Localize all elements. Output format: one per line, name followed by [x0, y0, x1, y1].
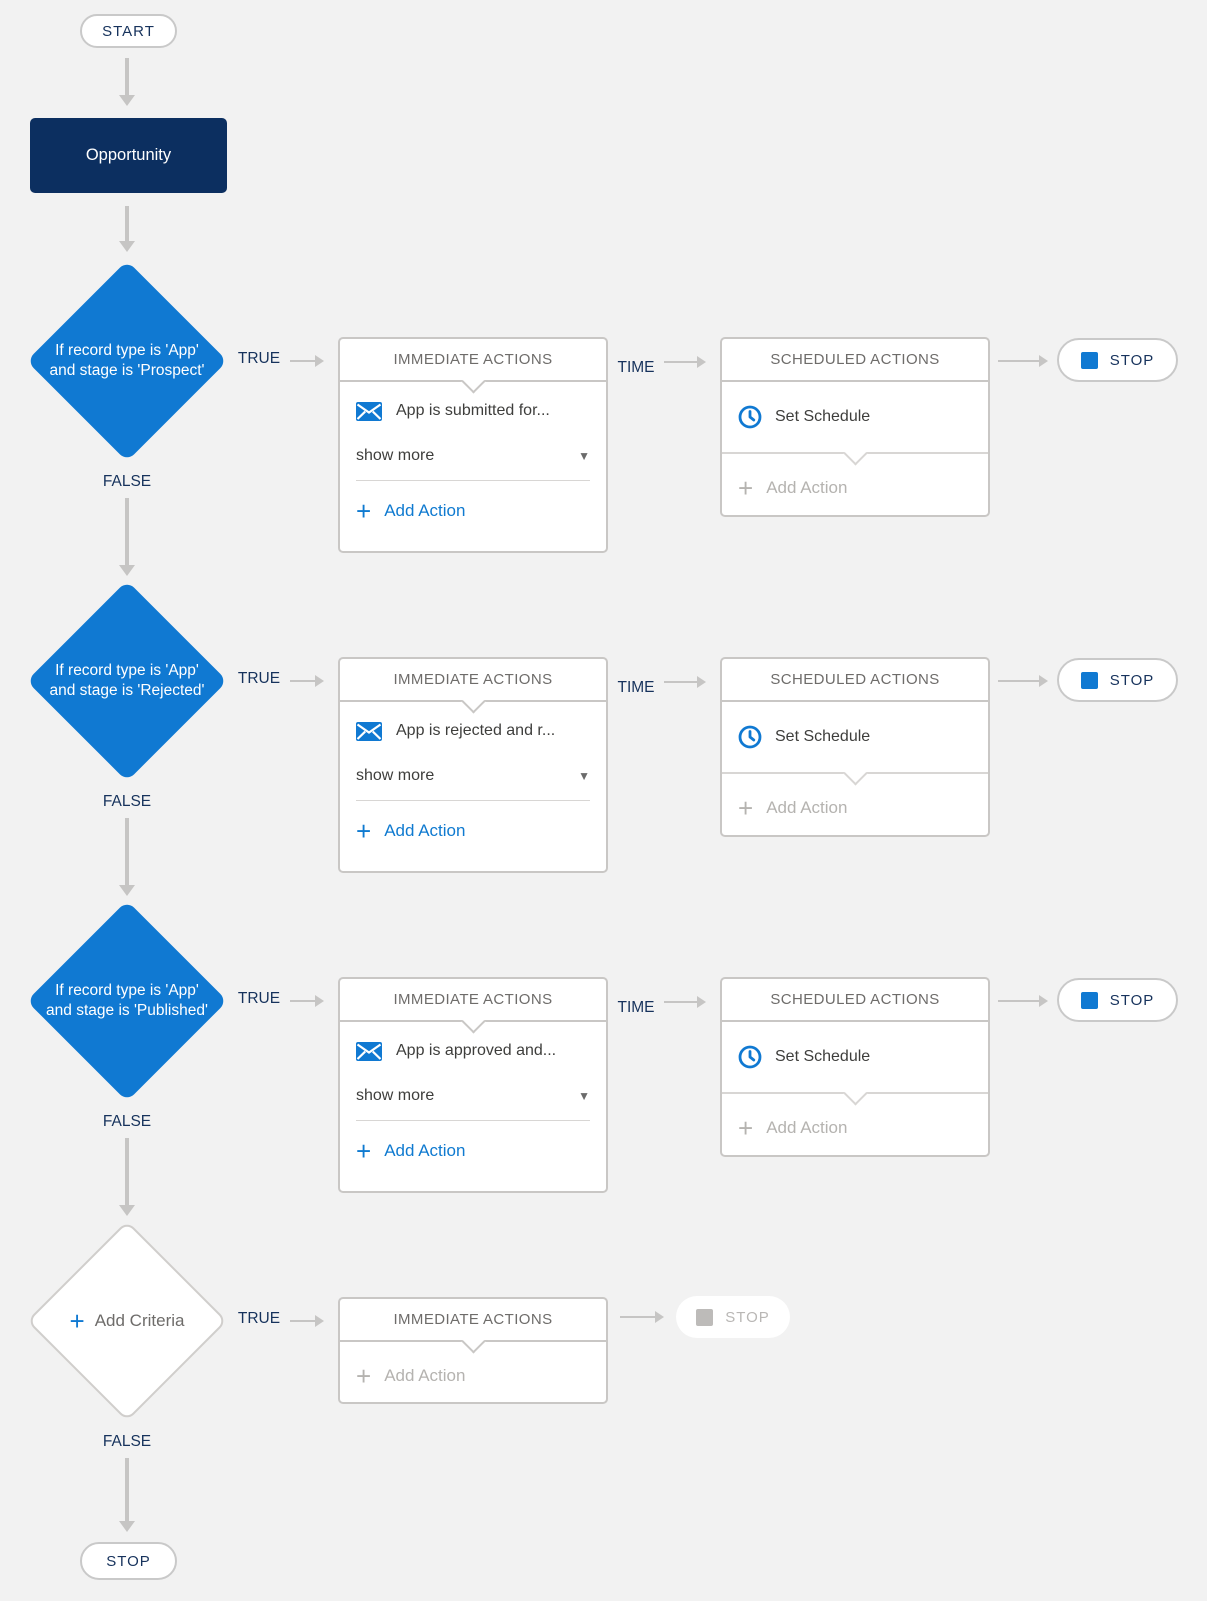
criteria-diamond-prospect[interactable]: [26, 260, 228, 462]
false-arrow: [119, 498, 135, 576]
clock-icon: [738, 725, 762, 749]
email-icon: [356, 401, 382, 421]
immediate-actions-header: IMMEDIATE ACTIONS: [340, 979, 606, 1034]
immediate-actions-header: IMMEDIATE ACTIONS: [340, 1299, 606, 1354]
show-more-toggle[interactable]: show more ▼: [356, 767, 590, 784]
plus-icon: +: [356, 1361, 372, 1391]
divider: [356, 800, 590, 801]
start-label: START: [102, 22, 155, 40]
add-action-button[interactable]: + Add Action: [356, 816, 466, 846]
plus-icon: +: [738, 473, 754, 503]
true-arrow: [290, 353, 324, 369]
action-item-label: App is submitted for...: [396, 402, 550, 419]
true-label: TRUE: [237, 990, 281, 1007]
stop-arrow: [998, 673, 1048, 689]
clock-icon: [738, 1045, 762, 1069]
time-label: TIME: [617, 999, 655, 1016]
scheduled-actions-card: SCHEDULED ACTIONS Set Schedule + Add Act…: [720, 337, 990, 517]
scheduled-actions-card: SCHEDULED ACTIONS Set Schedule + Add Act…: [720, 657, 990, 837]
plus-icon: +: [356, 496, 372, 526]
connector-arrow: [119, 58, 135, 106]
true-arrow: [290, 673, 324, 689]
trigger-object-node[interactable]: Opportunity: [30, 118, 227, 193]
criteria-diamond-published[interactable]: [26, 900, 228, 1102]
false-label: FALSE: [102, 473, 152, 490]
set-schedule-button[interactable]: Set Schedule: [722, 702, 988, 786]
chevron-down-icon: ▼: [578, 769, 590, 783]
add-action-button-disabled: + Add Action: [738, 1113, 848, 1143]
false-arrow: [119, 1458, 135, 1532]
stop-square-icon: [1080, 351, 1098, 369]
add-action-button-disabled: + Add Action: [356, 1361, 466, 1391]
true-label: TRUE: [237, 1310, 281, 1327]
immediate-actions-header: IMMEDIATE ACTIONS: [340, 659, 606, 714]
add-action-button[interactable]: + Add Action: [356, 496, 466, 526]
stop-node-disabled: STOP: [676, 1296, 790, 1338]
stop-square-icon: [1080, 671, 1098, 689]
action-item-email[interactable]: App is rejected and r...: [356, 706, 590, 756]
email-icon: [356, 1041, 382, 1061]
clock-icon: [738, 405, 762, 429]
action-item-email[interactable]: App is submitted for...: [356, 386, 590, 436]
scheduled-actions-header: SCHEDULED ACTIONS: [722, 979, 988, 1022]
start-node: START: [80, 14, 177, 48]
time-arrow: [664, 994, 706, 1010]
trigger-label: Opportunity: [85, 146, 172, 164]
scheduled-actions-header: SCHEDULED ACTIONS: [722, 659, 988, 702]
stop-arrow: [620, 1309, 664, 1325]
set-schedule-button[interactable]: Set Schedule: [722, 382, 988, 466]
scheduled-actions-card: SCHEDULED ACTIONS Set Schedule + Add Act…: [720, 977, 990, 1157]
stop-square-icon: [696, 1308, 714, 1326]
stop-node: STOP: [1057, 338, 1178, 382]
false-arrow: [119, 1138, 135, 1216]
plus-icon: +: [738, 793, 754, 823]
false-arrow: [119, 818, 135, 896]
show-more-toggle[interactable]: show more ▼: [356, 1087, 590, 1104]
plus-icon: +: [738, 1113, 754, 1143]
email-icon: [356, 721, 382, 741]
immediate-actions-card: IMMEDIATE ACTIONS App is submitted for..…: [338, 337, 608, 553]
stop-node: STOP: [1057, 978, 1178, 1022]
end-stop-node: STOP: [80, 1542, 177, 1580]
plus-icon: +: [356, 1136, 372, 1166]
scheduled-actions-header: SCHEDULED ACTIONS: [722, 339, 988, 382]
set-schedule-button[interactable]: Set Schedule: [722, 1022, 988, 1106]
plus-icon: +: [356, 816, 372, 846]
add-action-button[interactable]: + Add Action: [356, 1136, 466, 1166]
action-item-label: App is approved and...: [396, 1042, 557, 1059]
add-action-button-disabled: + Add Action: [738, 473, 848, 503]
divider: [356, 1120, 590, 1121]
true-label: TRUE: [237, 350, 281, 367]
plus-icon: +: [69, 1306, 85, 1336]
true-label: TRUE: [237, 670, 281, 687]
divider: [356, 480, 590, 481]
criteria-diamond-rejected[interactable]: [26, 580, 228, 782]
false-label: FALSE: [102, 1433, 152, 1450]
immediate-actions-card: IMMEDIATE ACTIONS App is approved and...…: [338, 977, 608, 1193]
time-arrow: [664, 354, 706, 370]
action-item-email[interactable]: App is approved and...: [356, 1026, 590, 1076]
stop-arrow: [998, 353, 1048, 369]
add-criteria-label: + Add Criteria: [69, 1306, 185, 1336]
false-label: FALSE: [102, 793, 152, 810]
time-arrow: [664, 674, 706, 690]
stop-square-icon: [1080, 991, 1098, 1009]
stop-node: STOP: [1057, 658, 1178, 702]
true-arrow: [290, 993, 324, 1009]
immediate-actions-card-empty: IMMEDIATE ACTIONS + Add Action: [338, 1297, 608, 1404]
show-more-toggle[interactable]: show more ▼: [356, 447, 590, 464]
immediate-actions-header: IMMEDIATE ACTIONS: [340, 339, 606, 394]
action-item-label: App is rejected and r...: [396, 722, 556, 739]
add-action-button-disabled: + Add Action: [738, 793, 848, 823]
time-label: TIME: [617, 359, 655, 376]
chevron-down-icon: ▼: [578, 449, 590, 463]
time-label: TIME: [617, 679, 655, 696]
false-label: FALSE: [102, 1113, 152, 1130]
chevron-down-icon: ▼: [578, 1089, 590, 1103]
connector-arrow: [119, 206, 135, 252]
stop-arrow: [998, 993, 1048, 1009]
true-arrow: [290, 1313, 324, 1329]
immediate-actions-card: IMMEDIATE ACTIONS App is rejected and r.…: [338, 657, 608, 873]
